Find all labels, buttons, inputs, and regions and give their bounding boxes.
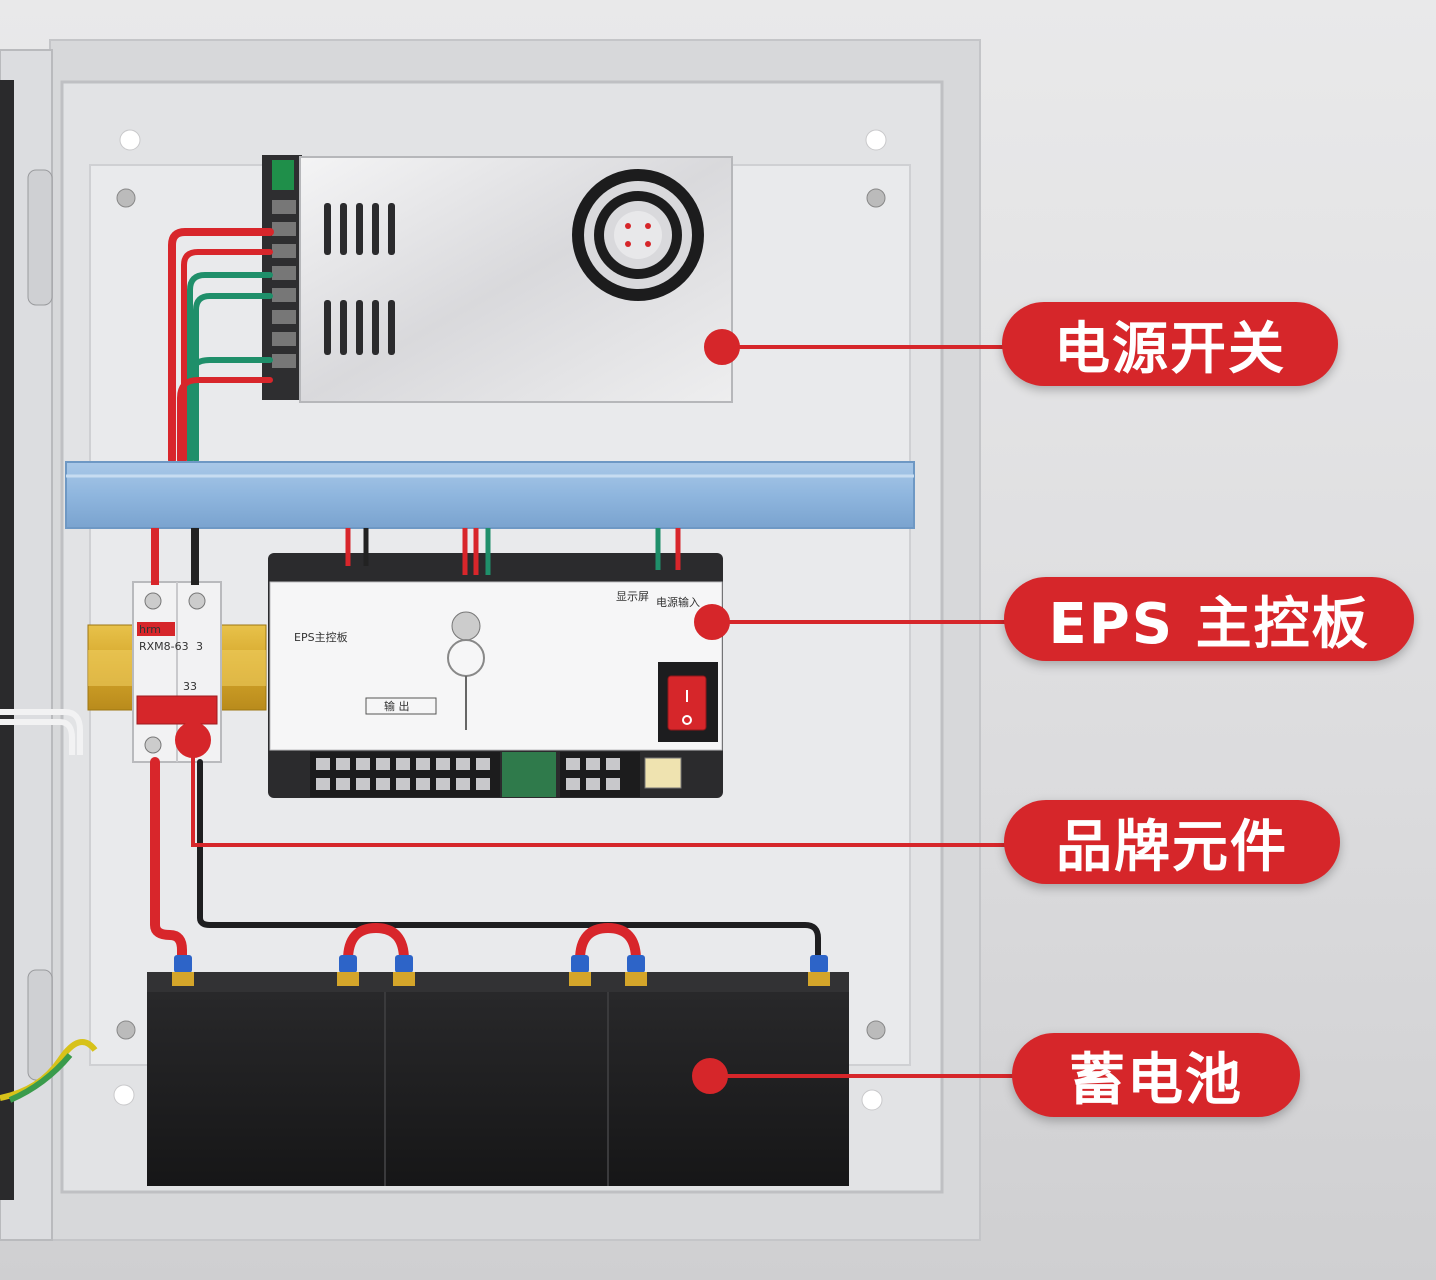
side-cable — [0, 709, 83, 755]
hinge-bottom — [27, 969, 53, 1081]
breaker-brand-text: hrm — [139, 623, 161, 636]
callout-eps-board: EPS 主控板 — [1004, 577, 1414, 661]
board-display-text: 显示屏 — [616, 590, 649, 603]
board-title-text: EPS主控板 — [294, 630, 348, 644]
callout-leaders — [175, 329, 1015, 1094]
callout-brand-components: 品牌元件 — [1004, 800, 1340, 884]
ground-wire — [0, 1039, 98, 1103]
power-supply-unit — [262, 155, 733, 403]
breaker-pole-text: 33 — [183, 680, 197, 693]
callout-battery: 蓄电池 — [1012, 1033, 1300, 1117]
eps-main-board: EPS主控板 输 出 显示屏 电源输入 — [268, 553, 723, 798]
fan-icon — [572, 169, 704, 301]
cable-duct — [65, 461, 915, 529]
battery-pack — [147, 922, 849, 1186]
callout-power-switch: 电源开关 — [1002, 302, 1338, 386]
board-input-text: 电源输入 — [656, 595, 700, 609]
board-output-text: 输 出 — [384, 699, 410, 713]
hinge-top — [27, 169, 53, 306]
breaker-model-text: RXM8-63 — [139, 640, 189, 653]
breaker-rating-text: 3 — [196, 640, 203, 653]
